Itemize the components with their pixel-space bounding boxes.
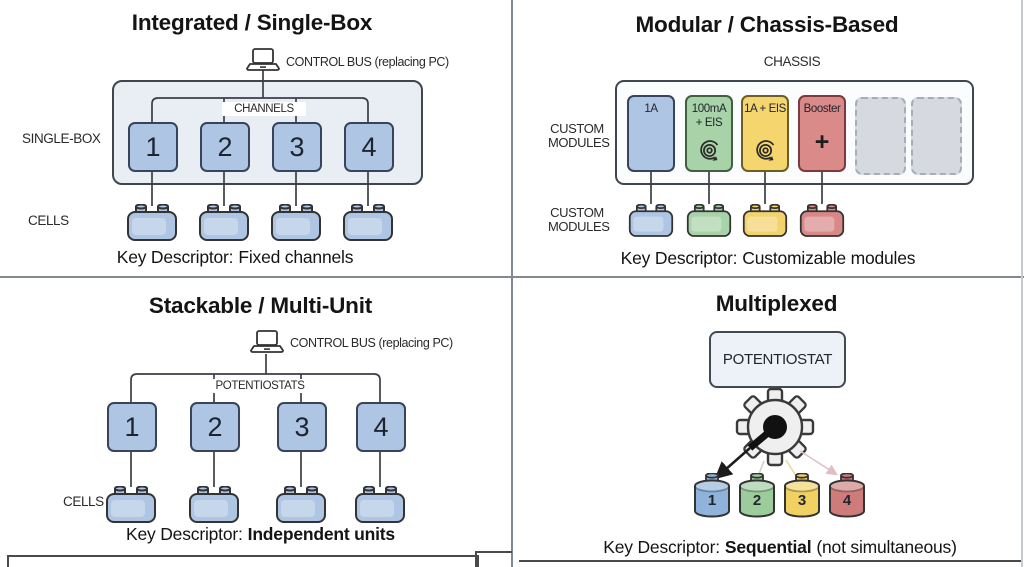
horizontal-divider <box>0 276 1024 278</box>
module-1a-eis: 1A + EIS <box>741 95 789 172</box>
cell-number: 3 <box>797 492 807 509</box>
battery-cell-icon <box>198 204 250 242</box>
key-descriptor-label: Key Descriptor: <box>126 524 243 544</box>
multiplexer-gear-group <box>714 384 838 480</box>
unit-number: 1 <box>124 411 140 442</box>
key-descriptor-value: Fixed channels <box>238 247 354 267</box>
custom-modules-cells-label: CUSTOM MODULES <box>548 205 610 235</box>
multiplexed-key-descriptor: Key Descriptor:Sequential(not simultaneo… <box>536 537 1024 558</box>
cropped-panel-border <box>519 560 1021 562</box>
potentiostat-box-2: 2 <box>190 402 240 452</box>
empty-module-slot <box>855 97 906 175</box>
battery-cell-icon <box>686 204 732 238</box>
empty-module-slot <box>911 97 962 175</box>
stackable-key-descriptor: Key Descriptor:Independent units <box>8 524 513 545</box>
stackable-title: Stackable / Multi-Unit <box>148 293 373 318</box>
potentiostat-box-3: 3 <box>277 402 327 452</box>
key-descriptor-value: Sequential <box>724 537 812 557</box>
channel-number: 3 <box>289 131 305 162</box>
channel-box-4: 4 <box>344 122 394 172</box>
cropped-panel-border <box>475 551 477 567</box>
channel-number: 4 <box>361 131 377 162</box>
battery-cell-icon <box>342 204 394 242</box>
right-edge-border <box>1021 0 1023 567</box>
channel-number: 1 <box>145 131 161 162</box>
chassis-label: CHASSIS <box>763 54 821 69</box>
custom-modules-label: CUSTOM MODULES <box>548 121 610 151</box>
control-bus-label: CONTROL BUS (replacing PC) <box>290 336 453 350</box>
channel-number: 2 <box>217 131 233 162</box>
potentiostat-box-1: 1 <box>107 402 157 452</box>
cell-number: 4 <box>842 492 852 509</box>
integrated-key-descriptor: Key Descriptor:Fixed channels <box>0 247 470 268</box>
potentiostat-box-4: 4 <box>356 402 406 452</box>
key-descriptor-value: Independent units <box>247 524 395 544</box>
unit-number: 3 <box>294 411 310 442</box>
unit-number: 2 <box>207 411 223 442</box>
channel-box-1: 1 <box>128 122 178 172</box>
channels-label: CHANNELS <box>222 102 306 116</box>
battery-cell-icon <box>354 486 406 524</box>
cropped-panel-border <box>475 551 512 553</box>
vertical-divider <box>511 0 513 567</box>
module-label: 100mA + EIS <box>691 103 727 130</box>
cells-label: CELLS <box>28 213 69 228</box>
key-descriptor-value: Customizable modules <box>742 248 916 268</box>
key-descriptor-suffix: (not simultaneous) <box>816 537 957 557</box>
stackable-bus-lines <box>130 354 381 487</box>
battery-cell-icon <box>799 204 845 238</box>
arrow-to-cell-4 <box>799 450 838 476</box>
laptop-icon <box>246 48 280 72</box>
multiplexed-title: Multiplexed <box>715 291 838 316</box>
potentiostat-label: POTENTIOSTAT <box>722 351 833 368</box>
cropped-panel-border <box>7 555 479 567</box>
module-100ma-eis: 100mA + EIS <box>685 95 733 172</box>
module-booster: Booster + <box>798 95 846 172</box>
control-bus-label: CONTROL BUS (replacing PC) <box>286 55 449 69</box>
potentiostats-label: POTENTIOSTATS <box>206 379 314 393</box>
key-descriptor-label: Key Descriptor: <box>603 537 720 557</box>
channel-box-3: 3 <box>272 122 322 172</box>
unit-number: 4 <box>373 411 389 442</box>
integrated-title: Integrated / Single-Box <box>131 10 373 35</box>
module-label: 1A <box>644 103 658 115</box>
battery-cell-icon <box>742 204 788 238</box>
potentiostat-box: POTENTIOSTAT <box>709 331 846 388</box>
battery-cell-icon <box>628 204 674 238</box>
channel-box-2: 2 <box>200 122 250 172</box>
module-label: 1A + EIS <box>744 103 786 115</box>
cell-number: 2 <box>752 492 762 509</box>
cells-label: CELLS <box>63 494 104 509</box>
battery-cell-icon <box>188 486 240 524</box>
key-descriptor-label: Key Descriptor: <box>116 247 234 267</box>
battery-cell-icon <box>270 204 322 242</box>
battery-cell-icon <box>126 204 178 242</box>
single-box-label: SINGLE-BOX <box>22 131 101 146</box>
battery-cell-icon <box>105 486 157 524</box>
gear-icon <box>735 387 815 467</box>
laptop-icon <box>250 330 284 354</box>
module-label: Booster <box>803 103 841 115</box>
modular-key-descriptor: Key Descriptor:Customizable modules <box>524 248 1012 269</box>
cell-number: 1 <box>707 492 717 509</box>
eis-spiral-icon <box>696 138 722 164</box>
module-1a: 1A <box>627 95 675 172</box>
modular-title: Modular / Chassis-Based <box>635 12 899 37</box>
key-descriptor-label: Key Descriptor: <box>620 248 738 268</box>
battery-cell-icon <box>275 486 327 524</box>
booster-plus-sign: + <box>814 128 830 157</box>
eis-spiral-icon <box>752 138 778 164</box>
